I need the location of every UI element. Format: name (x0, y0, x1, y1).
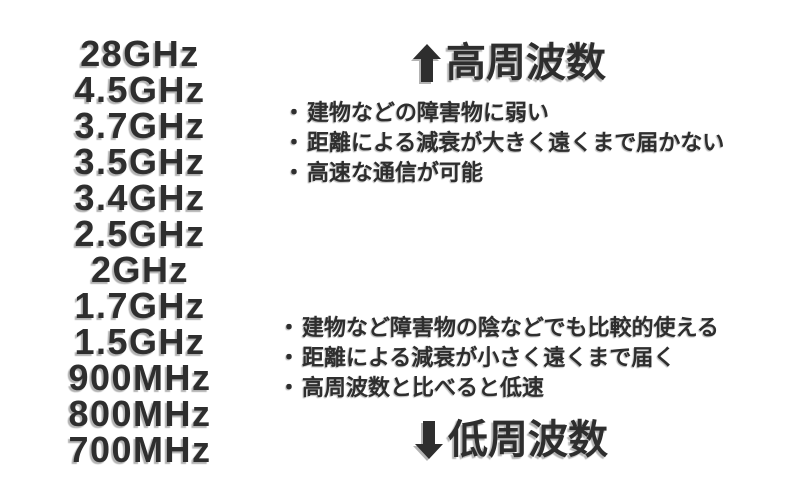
frequency-band: 4.5GHz (74, 69, 206, 110)
bullet-text: 距離による減衰が大きく遠くまで届かない (307, 130, 725, 155)
high-frequency-bullet-list: ・建物などの障害物に弱い ・距離による減衰が大きく遠くまで届かない ・高速な通信… (283, 98, 724, 188)
low-frequency-heading-label: 低周波数 (448, 418, 608, 462)
frequency-band: 1.5GHz (74, 321, 206, 362)
frequency-band: 28GHz (80, 33, 200, 74)
bullet-item: ・高周波数と比べると低速 (278, 373, 719, 403)
bullet-marker: ・ (278, 375, 301, 400)
bullet-marker: ・ (283, 160, 306, 185)
bullet-text: 建物などの障害物に弱い (307, 100, 550, 125)
bullet-item: ・距離による減衰が大きく遠くまで届かない (283, 128, 724, 158)
low-frequency-heading: 低周波数 (415, 417, 608, 463)
frequency-band-list: 28GHz 4.5GHz 3.7GHz 3.5GHz 3.4GHz 2.5GHz… (0, 36, 280, 468)
high-frequency-heading: 高周波数 (413, 40, 606, 86)
high-frequency-heading-label: 高周波数 (446, 41, 606, 85)
frequency-band: 3.4GHz (74, 177, 206, 218)
bullet-text: 高周波数と比べると低速 (302, 375, 545, 400)
frequency-band: 900MHz (68, 357, 212, 398)
frequency-band: 3.7GHz (74, 105, 206, 146)
frequency-band: 2GHz (90, 249, 190, 290)
low-frequency-bullet-list: ・建物など障害物の陰などでも比較的使える ・距離による減衰が小さく遠くまで届く … (278, 313, 719, 403)
frequency-band: 2.5GHz (74, 213, 206, 254)
frequency-band: 700MHz (68, 429, 212, 470)
frequency-band: 800MHz (68, 393, 212, 434)
bullet-text: 建物など障害物の陰などでも比較的使える (302, 315, 719, 340)
bullet-marker: ・ (283, 130, 306, 155)
frequency-band: 1.7GHz (74, 285, 206, 326)
bullet-item: ・建物などの障害物に弱い (283, 98, 724, 128)
bullet-marker: ・ (278, 315, 301, 340)
bullet-item: ・建物など障害物の陰などでも比較的使える (278, 313, 719, 343)
bullet-marker: ・ (283, 100, 306, 125)
bullet-item: ・距離による減衰が小さく遠くまで届く (278, 343, 719, 373)
bullet-marker: ・ (278, 345, 301, 370)
frequency-band: 3.5GHz (74, 141, 206, 182)
up-arrow-icon (413, 44, 441, 82)
down-arrow-icon (415, 421, 443, 459)
bullet-text: 距離による減衰が小さく遠くまで届く (302, 345, 676, 370)
bullet-text: 高速な通信が可能 (307, 160, 484, 185)
bullet-item: ・高速な通信が可能 (283, 158, 724, 188)
